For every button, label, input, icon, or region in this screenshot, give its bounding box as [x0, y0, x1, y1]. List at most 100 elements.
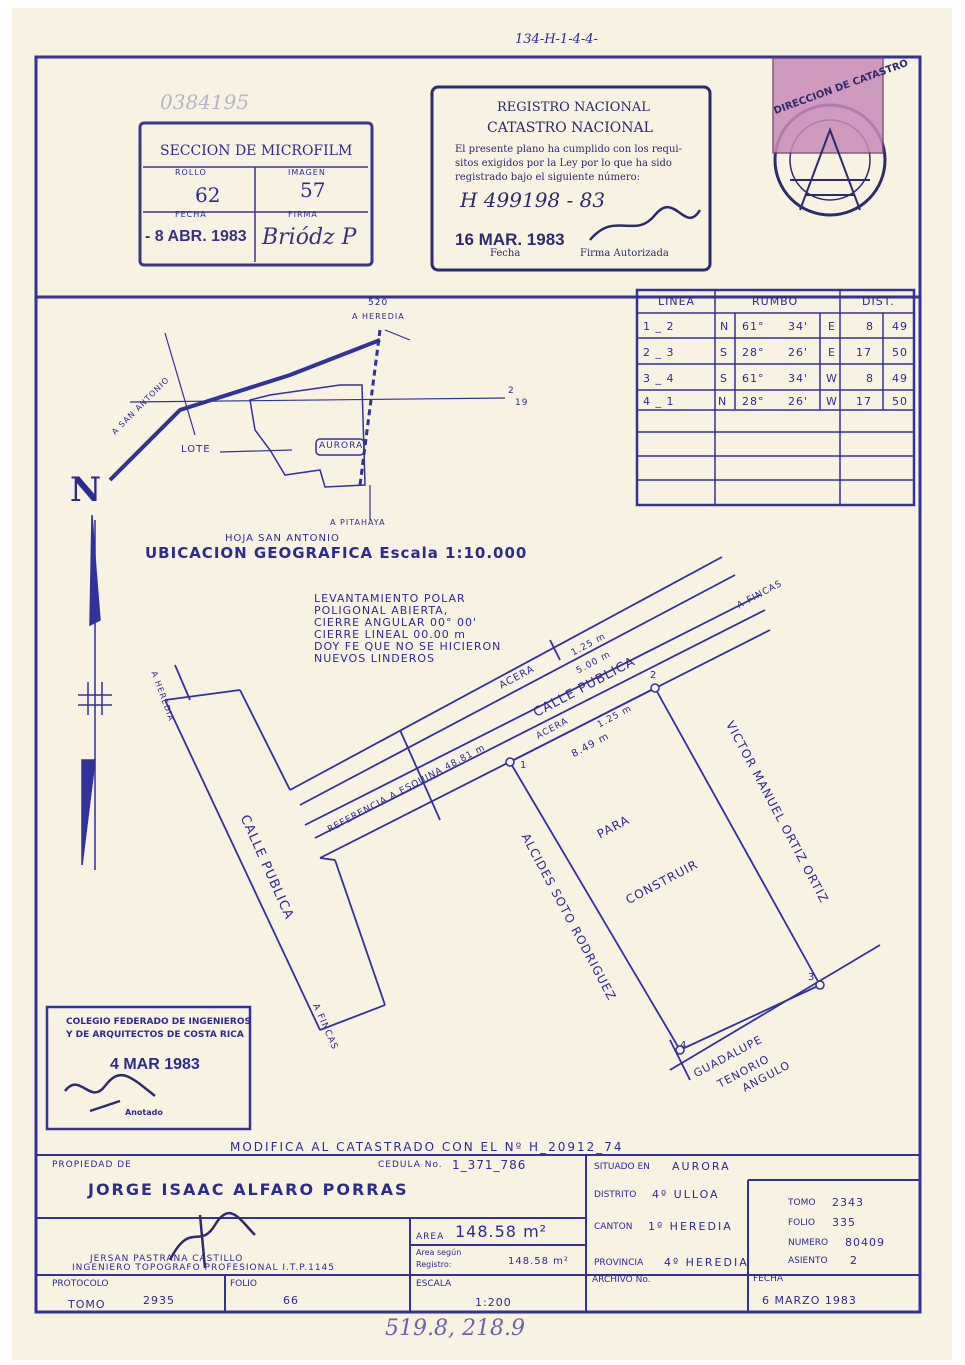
row2-dist-a: 17: [856, 346, 872, 359]
engineer-title: INGENIERO TOPOGRAFO PROFESIONAL I.T.P.11…: [72, 1263, 335, 1273]
cedula-value: 1_371_786: [452, 1158, 527, 1172]
map-a-pitahaya: A PITAHAYA: [330, 518, 386, 527]
reference-code: 134-H-1-4-4-: [515, 32, 598, 47]
row3-dist-a: 8: [866, 372, 874, 385]
map-ubicacion: UBICACION GEOGRAFICA Escala 1:10.000: [145, 544, 528, 562]
row2-grados: 28°: [742, 346, 765, 359]
row4-dir2: W: [826, 395, 838, 408]
vertex-2-label: 2: [650, 670, 658, 681]
area-label: AREA: [416, 1232, 445, 1242]
registro-signature: [585, 205, 705, 245]
registro-signature-label: Firma Autorizada: [580, 248, 669, 259]
table-header-linea: LINEA: [658, 295, 696, 308]
map-2: 2: [508, 386, 515, 396]
row2-min: 26': [788, 346, 809, 359]
registro-line2: CATASTRO NACIONAL: [487, 120, 653, 136]
colegio-anotado: Anotado: [125, 1108, 163, 1117]
escala-label: ESCALA: [416, 1279, 452, 1289]
row1-grados: 61°: [742, 320, 765, 333]
rollo-label: ROLLO: [175, 168, 207, 177]
colegio-date: 4 MAR 1983: [110, 1056, 200, 1073]
microfilm-title: SECCION DE MICROFILM: [160, 143, 353, 159]
note-1: LEVANTAMIENTO POLAR: [314, 592, 466, 605]
microfilm-date: - 8 ABR. 1983: [145, 228, 247, 245]
provincia-value: 4º HEREDIA: [664, 1256, 749, 1269]
row2-dir2: E: [828, 346, 836, 359]
row2-linea: 2 _ 3: [643, 346, 675, 359]
registro-date-label: Fecha: [490, 248, 521, 259]
area-registro-value: 148.58 m²: [508, 1256, 569, 1267]
rollo-value: 62: [195, 183, 221, 207]
imagen-label: IMAGEN: [288, 168, 326, 177]
tomo-label: TOMO: [788, 1198, 816, 1208]
row2-dir1: S: [720, 346, 728, 359]
area-registro-label: Registro:: [416, 1260, 452, 1269]
imagen-value: 57: [300, 178, 326, 202]
row4-linea: 4 _ 1: [643, 395, 675, 408]
map-lote: LOTE: [181, 444, 211, 455]
note-3: CIERRE ANGULAR 00° 00': [314, 616, 477, 629]
protocolo-tomo-label: TOMO: [68, 1298, 106, 1311]
row3-grados: 61°: [742, 372, 765, 385]
distrito-label: DISTRITO: [594, 1190, 637, 1200]
survey-notes: LEVANTAMIENTO POLAR POLIGONAL ABIERTA, C…: [314, 593, 501, 665]
registro-line1: REGISTRO NACIONAL: [497, 100, 650, 115]
row3-dir1: S: [720, 372, 728, 385]
protocolo-label: PROTOCOLO: [52, 1279, 109, 1289]
north-label: N: [70, 470, 102, 510]
note-2: POLIGONAL ABIERTA,: [314, 604, 449, 617]
folio-label: FOLIO: [788, 1218, 816, 1228]
registro-text2: sitos exigidos por la Ley por lo que ha …: [455, 158, 672, 169]
title-block-grid: [36, 1154, 920, 1312]
row4-dist-b: 50: [892, 395, 908, 408]
asiento-label: ASIENTO: [788, 1256, 828, 1266]
map-hoja: HOJA SAN ANTONIO: [225, 533, 340, 544]
map-520: 520: [368, 298, 389, 308]
protocolo-tomo-value: 2935: [143, 1294, 175, 1307]
area-value: 148.58 m²: [455, 1222, 548, 1241]
bottom-handwriting: 519.8, 218.9: [385, 1316, 525, 1341]
map-a-heredia: A HEREDIA: [352, 312, 405, 321]
registro-text3: registrado bajo el siguiente número:: [455, 172, 641, 183]
propiedad-label: PROPIEDAD DE: [52, 1160, 132, 1170]
situado-value: AURORA: [672, 1160, 731, 1173]
microfilm-signature: Briódz P: [262, 225, 357, 250]
provincia-label: PROVINCIA: [594, 1258, 644, 1268]
north-arrow: [78, 514, 112, 870]
fecha-label-block: FECHA: [753, 1274, 784, 1284]
vertex-4-label: 4: [680, 1040, 688, 1051]
colegio-signature: [60, 1066, 160, 1116]
row1-dist-a: 8: [866, 320, 874, 333]
row3-dir2: W: [826, 372, 838, 385]
location-map-sketch: [108, 329, 506, 520]
firma-label: FIRMA: [288, 210, 318, 219]
row1-dist-b: 49: [892, 320, 908, 333]
row4-dir1: N: [718, 395, 728, 408]
row3-linea: 3 _ 4: [643, 372, 675, 385]
registro-number: H 499198 - 83: [460, 188, 606, 212]
escala-value: 1:200: [475, 1296, 512, 1309]
survey-plan-sheet: [12, 8, 952, 1360]
asiento-value: 2: [850, 1254, 858, 1267]
row4-dist-a: 17: [856, 395, 872, 408]
distrito-value: 4º ULLOA: [652, 1188, 720, 1201]
canton-value: 1º HEREDIA: [648, 1220, 733, 1233]
registro-date: 16 MAR. 1983: [455, 230, 565, 249]
table-header-dist: DIST.: [862, 295, 895, 308]
fecha-label: FECHA: [175, 210, 207, 219]
row3-dist-b: 49: [892, 372, 908, 385]
colegio-line1: COLEGIO FEDERADO DE INGENIEROS: [66, 1017, 251, 1027]
row1-linea: 1 _ 2: [643, 320, 675, 333]
row1-dir2: E: [828, 320, 836, 333]
situado-label: SITUADO EN: [594, 1162, 650, 1172]
modifica-note: MODIFICA AL CATASTRADO CON EL Nº H_20912…: [230, 1140, 624, 1154]
archivo-label: ARCHIVO No.: [592, 1275, 651, 1285]
area-segun-label: Area según: [416, 1248, 462, 1257]
owner-name: JORGE ISAAC ALFARO PORRAS: [88, 1180, 409, 1199]
registro-text1: El presente plano ha cumplido con los re…: [455, 144, 682, 155]
vertex-1-label: 1: [520, 760, 528, 771]
numero-label: NUMERO: [788, 1238, 829, 1248]
canton-label: CANTON: [594, 1222, 633, 1232]
protocolo-folio-value: 66: [283, 1294, 299, 1307]
